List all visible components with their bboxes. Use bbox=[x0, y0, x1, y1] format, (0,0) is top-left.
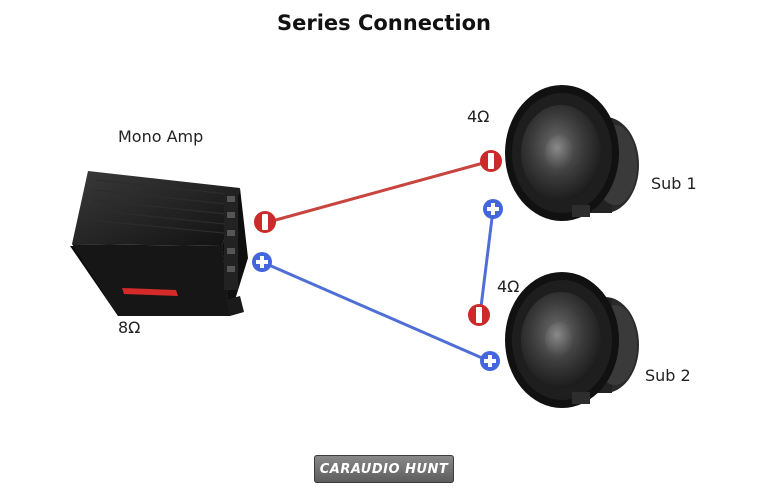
site-logo: CARAUDIO HUNT bbox=[314, 455, 454, 483]
sub1-subwoofer-icon bbox=[505, 85, 639, 221]
sub2-impedance-label: 4Ω bbox=[497, 277, 520, 296]
sub1-impedance-label: 4Ω bbox=[467, 107, 490, 126]
sub1-negative-terminal-icon bbox=[480, 150, 502, 172]
sub2-label: Sub 2 bbox=[645, 366, 691, 385]
sub1-label: Sub 1 bbox=[651, 174, 697, 193]
amplifier-icon bbox=[70, 171, 248, 316]
logo-text: CARAUDIO HUNT bbox=[319, 461, 449, 477]
amp-label: Mono Amp bbox=[118, 127, 204, 146]
sub1-positive-to-sub2-negative-wire bbox=[478, 209, 495, 316]
amp-negative-to-sub1-negative-wire bbox=[271, 160, 488, 223]
amp-positive-to-sub2-positive-wire bbox=[261, 260, 490, 363]
amp-impedance-label: 8Ω bbox=[118, 318, 141, 337]
amp-negative-terminal-icon bbox=[254, 211, 276, 233]
sub2-negative-terminal-icon bbox=[468, 304, 490, 326]
diagram-title: Series Connection bbox=[276, 11, 492, 35]
sub1-positive-terminal-icon bbox=[483, 199, 503, 219]
amp-positive-terminal-icon bbox=[252, 252, 272, 272]
sub2-positive-terminal-icon bbox=[480, 351, 500, 371]
sub2-subwoofer-icon bbox=[505, 272, 639, 408]
